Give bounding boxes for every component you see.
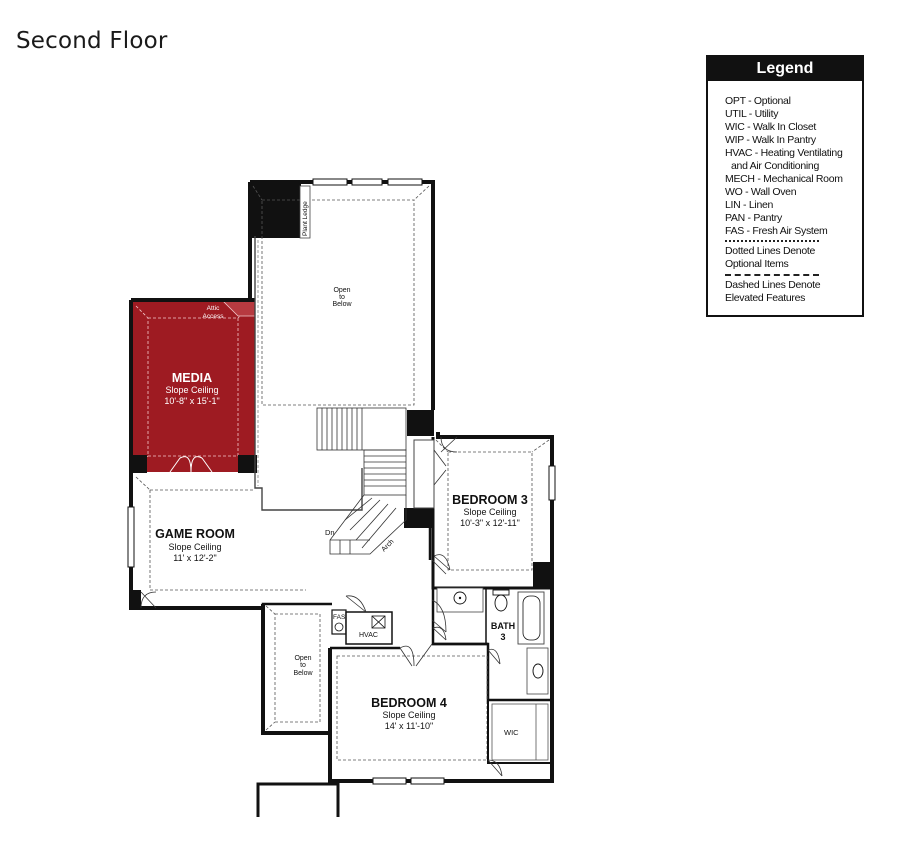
bedroom4-size: 14' x 11'-10" [385, 721, 434, 731]
wic-label: WIC [504, 728, 519, 737]
legend-item-wip: WIP - Walk In Pantry [725, 134, 816, 146]
bath3-toilet-tank [492, 589, 510, 596]
bath3-toilet-icon [494, 594, 508, 612]
open-below-2-dashed [274, 613, 321, 723]
windows-top [312, 178, 423, 186]
bath3-name: BATH [491, 621, 515, 631]
wic-shelf [491, 703, 549, 761]
attic-access-label-2: Access [203, 313, 225, 320]
open-below-2-line-2: to [300, 662, 306, 669]
window-game-room [127, 506, 135, 568]
media-room-fill [131, 300, 255, 472]
attic-access-label-1: Attic [207, 305, 220, 312]
media-room-ceiling: Slope Ceiling [165, 385, 218, 395]
hvac-unit-icon [371, 615, 386, 629]
game-room-diag [135, 476, 151, 491]
bedroom4-name: BEDROOM 4 [371, 696, 447, 710]
legend-item-wic: WIC - Walk In Closet [725, 121, 817, 133]
bedroom3-name: BEDROOM 3 [452, 493, 528, 507]
hvac-door-swing [345, 595, 367, 613]
window-bedroom3 [548, 465, 556, 501]
legend-body: OPT - Optional UTIL - Utility WIC - Walk… [708, 81, 862, 305]
arch-label: Arch [380, 538, 395, 553]
wall-block-mid [407, 410, 434, 436]
open-below-diag-2 [413, 185, 430, 201]
legend-item-mech: MECH - Mechanical Room [725, 173, 843, 185]
legend-item-hvac: HVAC - Heating Ventilating [725, 147, 843, 159]
plant-ledge-label: Plant Ledge [302, 201, 309, 236]
bedroom3-size: 10'-3" x 12'-11" [460, 518, 520, 528]
media-room-size: 10'-8" x 15'-1" [164, 396, 219, 406]
legend-box: Legend OPT - Optional UTIL - Utility WIC… [706, 55, 864, 317]
wall-block-top-left [249, 182, 301, 238]
media-dash-diag-1 [135, 305, 149, 319]
legend-item-opt: OPT - Optional [725, 95, 791, 107]
media-door-swing [169, 456, 213, 473]
bath-inner-door [487, 648, 501, 665]
bed4-bath-sink-icon [532, 663, 544, 679]
hall-door-swing [431, 599, 447, 633]
wall-block-arch [404, 508, 432, 528]
legend-dashed-line [725, 274, 819, 276]
open-below-dashed [261, 199, 415, 406]
open-below-center-3: Below [332, 301, 352, 308]
media-room-name: MEDIA [172, 371, 212, 385]
open-below-wall-inner [254, 236, 363, 511]
legend-header: Legend [708, 57, 862, 81]
bedroom3-ceiling: Slope Ceiling [463, 507, 516, 517]
legend-item-util: UTIL - Utility [725, 108, 779, 120]
media-room-dashed [147, 317, 239, 457]
page-title: Second Floor [16, 28, 168, 54]
wic-door-swing [487, 759, 503, 777]
legend-item-wo: WO - Wall Oven [725, 186, 797, 198]
stairs-down-label: Dn [325, 528, 335, 537]
bedroom4-ceiling: Slope Ceiling [382, 710, 435, 720]
bed4-door-swing [399, 643, 433, 667]
bath3-tub-inner [522, 595, 541, 641]
legend-dashed-note-2: Elevated Features [725, 292, 806, 304]
bed3-door-swing [433, 554, 451, 571]
legend-dotted-line [725, 240, 819, 242]
bath3-sink-icon [453, 591, 467, 605]
wic-walls [487, 700, 552, 764]
bed3-top-door [440, 436, 458, 453]
bed3-closet [413, 439, 435, 509]
hall-door-2 [431, 559, 447, 575]
game-room-size: 11' x 12'-2" [173, 553, 217, 563]
game-room-ceiling: Slope Ceiling [168, 542, 221, 552]
plant-ledge [299, 185, 311, 239]
legend-dashed-note-1: Dashed Lines Denote [725, 279, 821, 291]
game-room-door-swing [140, 591, 157, 609]
game-room-right-wall [261, 602, 332, 608]
legend-dotted-note-2: Optional Items [725, 258, 789, 270]
legend-item-hvac-cont: and Air Conditioning [731, 160, 819, 172]
wall-block-media-corner-l [129, 455, 147, 473]
lower-porch-outline [256, 782, 340, 817]
game-room-dashed [149, 490, 306, 591]
fas-label: FAS [333, 614, 346, 621]
open-below-center-1: Open [333, 287, 350, 294]
legend-dotted-note-1: Dotted Lines Denote [725, 245, 816, 257]
open-below-2-line-1: Open [294, 655, 311, 662]
legend-item-pan: PAN - Pantry [725, 212, 782, 224]
bed3-dashed [447, 451, 533, 571]
bed3-closet-door [433, 449, 447, 486]
open-below-diag-1 [252, 185, 263, 201]
bed4-bath-sink-counter [526, 647, 549, 695]
wall-block-bed3 [533, 562, 552, 588]
open-below-center-2: to [339, 294, 345, 301]
bath3-number: 3 [500, 632, 505, 642]
legend-item-fas: FAS - Fresh Air System [725, 225, 828, 237]
bath3-door-swing [432, 626, 447, 641]
hvac-label: HVAC [359, 632, 378, 639]
windows-bottom [372, 777, 445, 785]
stairs [316, 407, 407, 555]
wall-block-media-corner-r [238, 455, 257, 473]
open-below-2-line-3: Below [293, 670, 313, 677]
legend-item-lin: LIN - Linen [725, 199, 774, 211]
fas-unit-icon [334, 622, 344, 632]
wall-block-game-corner [129, 590, 141, 610]
game-room-name: GAME ROOM [155, 527, 235, 541]
